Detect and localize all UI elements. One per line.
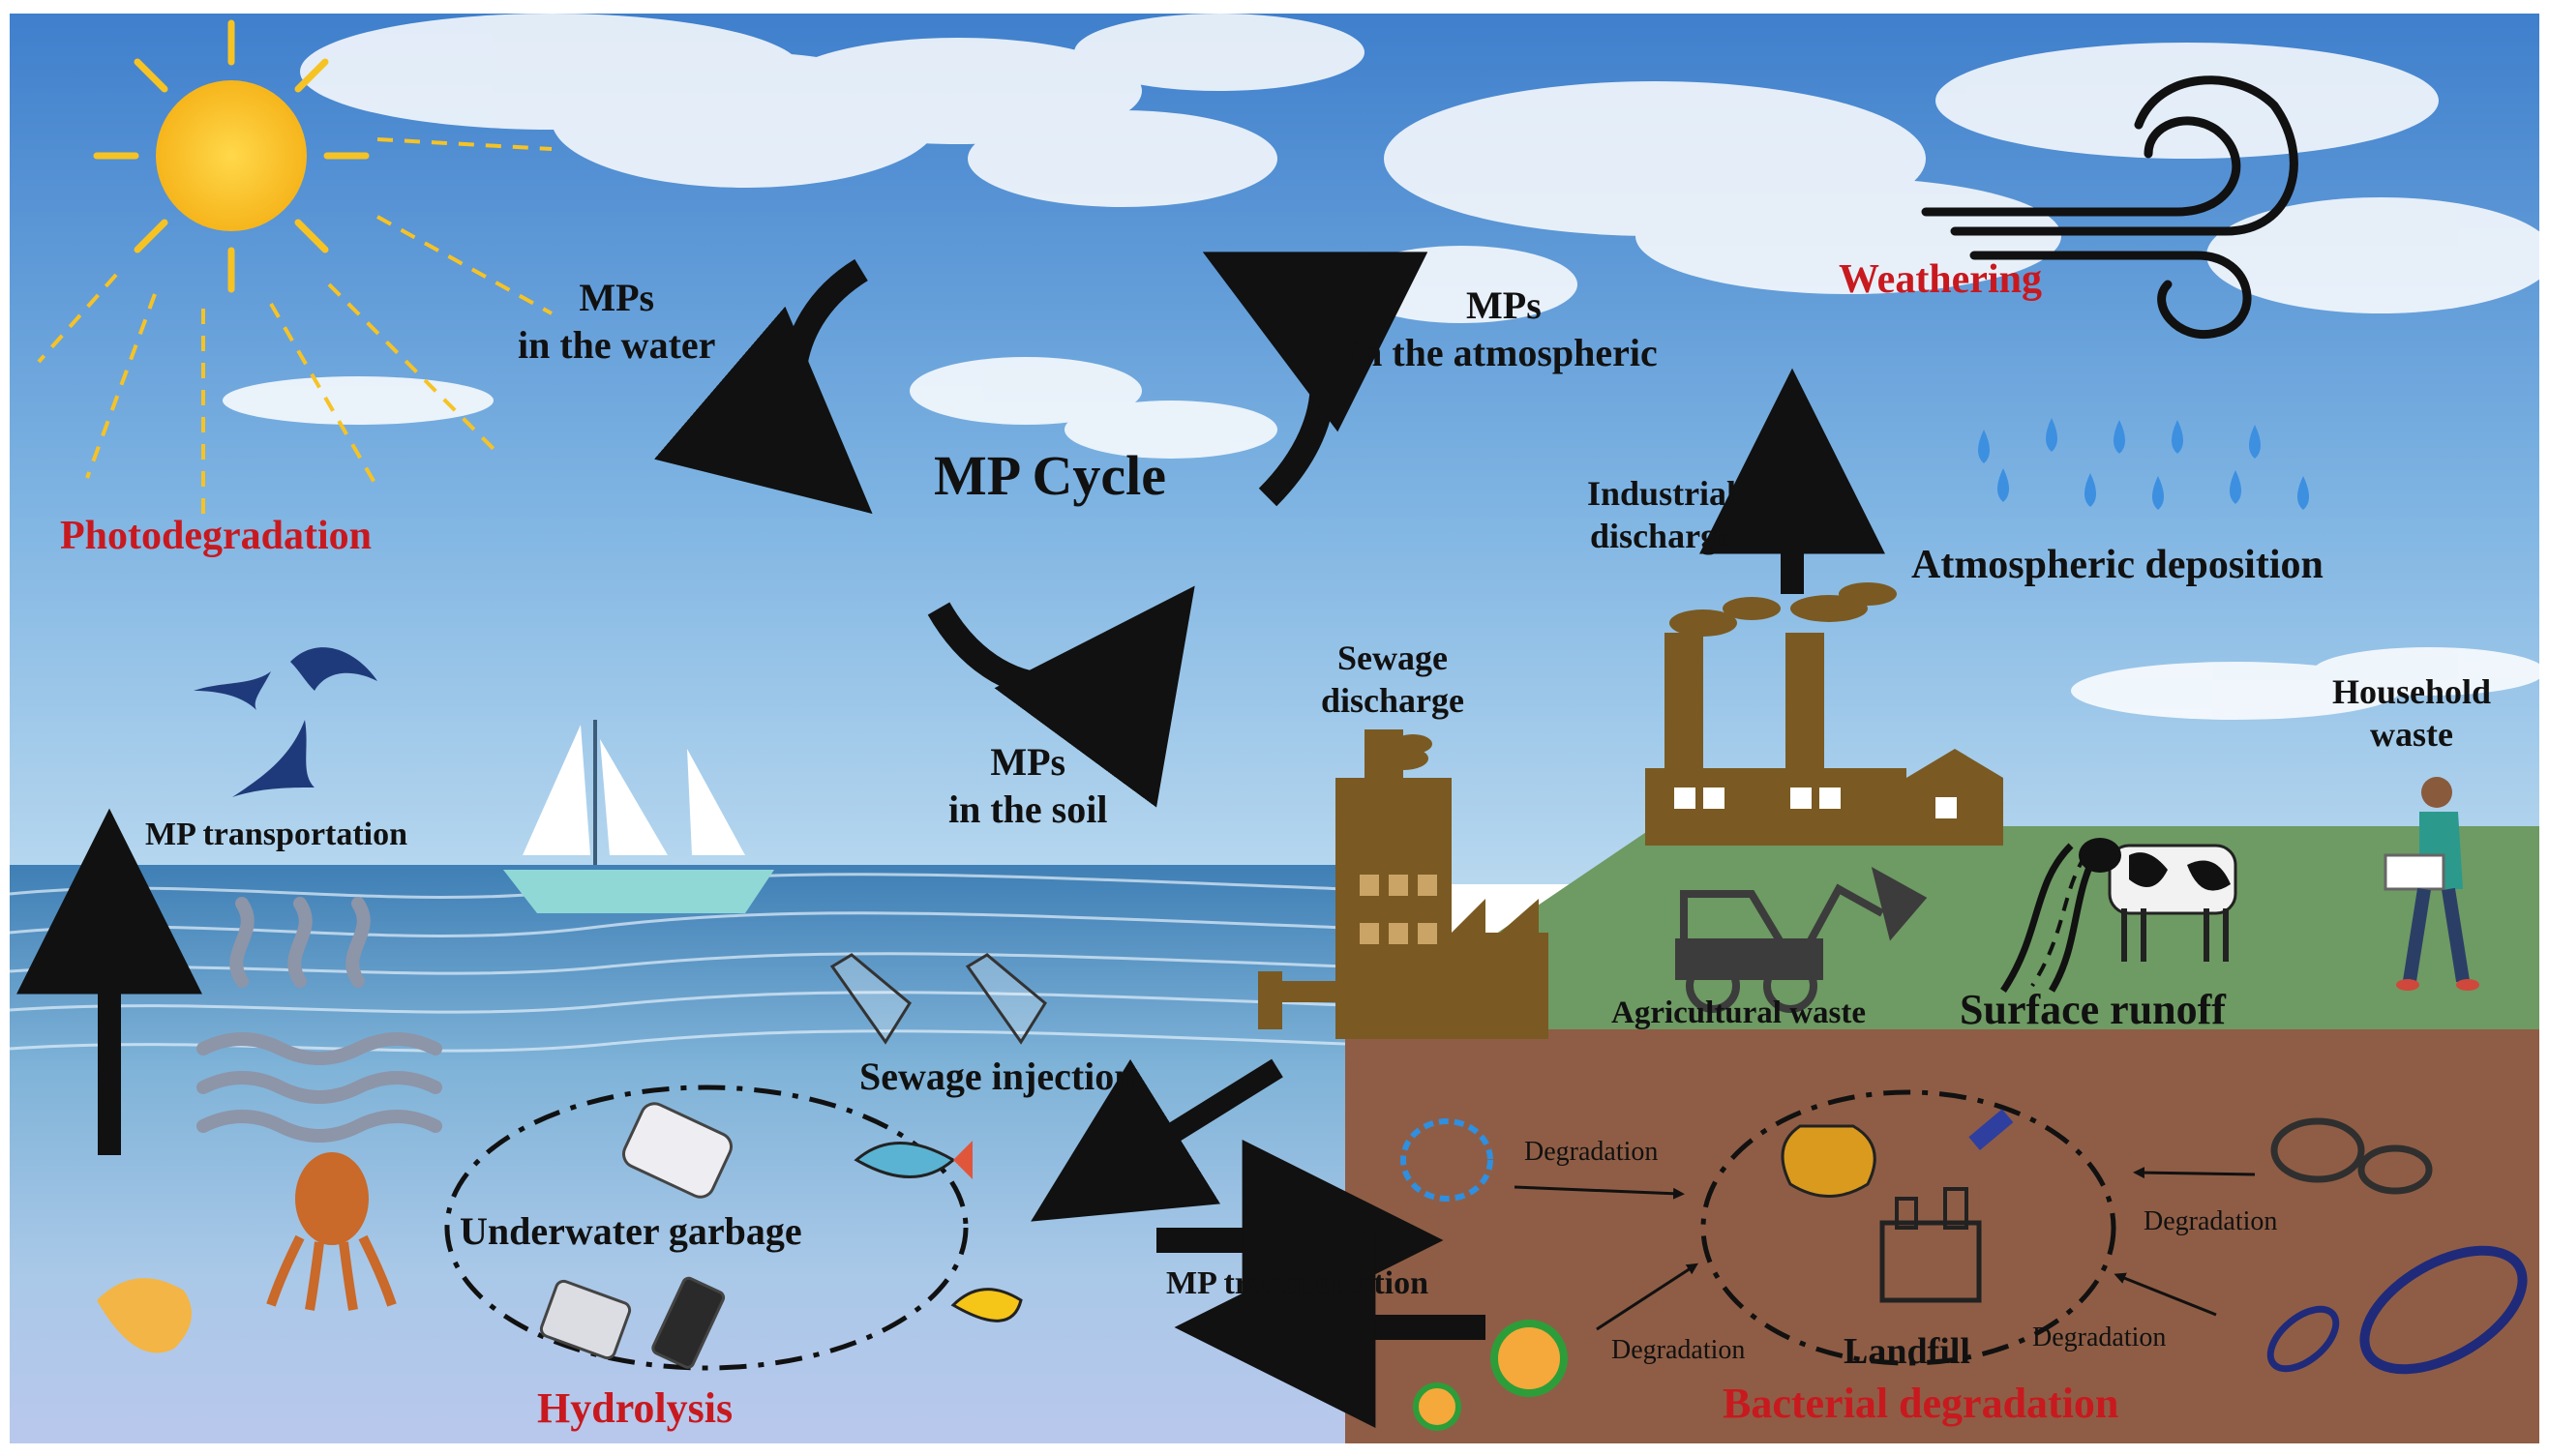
tractor-icon bbox=[1675, 867, 1928, 1013]
sewage-injection-label: Sewage injection bbox=[859, 1055, 1136, 1098]
factory-icon bbox=[1645, 582, 2003, 846]
evaporation-icon bbox=[196, 897, 442, 1143]
mps-soil-line1: MPs bbox=[990, 740, 1066, 784]
mps-soil-line2: in the soil bbox=[948, 787, 1108, 831]
scene-artwork bbox=[10, 14, 2539, 1443]
household-waste-line2: waste bbox=[2370, 714, 2454, 754]
mp-transportation-bottom-label: MP transportation bbox=[1166, 1265, 1429, 1301]
person-icon bbox=[2384, 777, 2479, 991]
mps-water-line1: MPs bbox=[579, 276, 655, 319]
cycle-arrows bbox=[654, 252, 1428, 808]
sewage-discharge-line1: Sewage bbox=[1337, 639, 1448, 677]
industrial-discharge-label: Industrial discharge bbox=[1587, 473, 1736, 558]
landfill-icons bbox=[1781, 1109, 2014, 1303]
microbe-icons bbox=[1400, 1117, 2528, 1431]
clouds bbox=[223, 14, 2539, 720]
underwater-garbage-label: Underwater garbage bbox=[460, 1209, 802, 1253]
birds-icon bbox=[194, 647, 377, 797]
weathering-label: Weathering bbox=[1839, 257, 2042, 302]
household-waste-line1: Household bbox=[2332, 672, 2492, 711]
photodegradation-label: Photodegradation bbox=[60, 514, 373, 558]
sewage-discharge-line2: discharge bbox=[1321, 680, 1464, 720]
garbage-boundary bbox=[444, 1085, 969, 1371]
mps-atmospheric-line2: in the atmospheric bbox=[1350, 330, 1658, 374]
degradation-arrows bbox=[1514, 1167, 2256, 1331]
degradation-label-1: Degradation bbox=[1524, 1137, 1659, 1167]
household-waste-label: Household waste bbox=[2332, 671, 2491, 757]
atmospheric-deposition-label: Atmospheric deposition bbox=[1911, 543, 2324, 587]
mps-soil-label: MPs in the soil bbox=[948, 739, 1107, 834]
landfill-label: Landfill bbox=[1844, 1331, 1970, 1372]
surface-runoff-label: Surface runoff bbox=[1960, 986, 2226, 1033]
cycle-title: MP Cycle bbox=[934, 444, 1166, 507]
sewage-plant-icon bbox=[1258, 729, 1548, 1039]
hydrolysis-label: Hydrolysis bbox=[537, 1384, 734, 1432]
wind-icon bbox=[1921, 75, 2298, 340]
agricultural-waste-label: Agricultural waste bbox=[1611, 995, 1867, 1030]
sea-creature-icons bbox=[97, 1141, 1023, 1353]
industrial-discharge-line1: Industrial bbox=[1587, 474, 1737, 513]
cow-icon bbox=[2079, 838, 2237, 962]
sewage-arrow bbox=[1031, 1058, 1283, 1222]
degradation-label-4: Degradation bbox=[2032, 1322, 2167, 1352]
mps-water-label: MPs in the water bbox=[518, 275, 715, 370]
sailboat-icon bbox=[503, 720, 774, 913]
grass-area bbox=[1355, 826, 2539, 1029]
garbage-icons bbox=[539, 1102, 734, 1369]
sewage-discharge-label: Sewage discharge bbox=[1321, 638, 1464, 723]
mps-atmospheric-line1: MPs bbox=[1466, 283, 1542, 327]
mp-cycle-illustration: MP Cycle MPs in the water MPs in the atm… bbox=[10, 14, 2539, 1443]
industrial-discharge-line2: discharge bbox=[1590, 516, 1734, 555]
landfill-boundary bbox=[1700, 1089, 2116, 1366]
mps-atmospheric-label: MPs in the atmospheric bbox=[1350, 282, 1658, 377]
bacterial-degradation-label: Bacterial degradation bbox=[1723, 1380, 2119, 1427]
degradation-label-2: Degradation bbox=[2144, 1206, 2278, 1236]
mps-water-line2: in the water bbox=[518, 322, 716, 367]
mp-transportation-left-label: MP transportation bbox=[145, 817, 408, 852]
degradation-label-3: Degradation bbox=[1611, 1335, 1746, 1365]
rain-drops-icon bbox=[1978, 418, 2309, 510]
sun-icon bbox=[37, 19, 553, 517]
bottle-icons bbox=[829, 953, 1047, 1045]
